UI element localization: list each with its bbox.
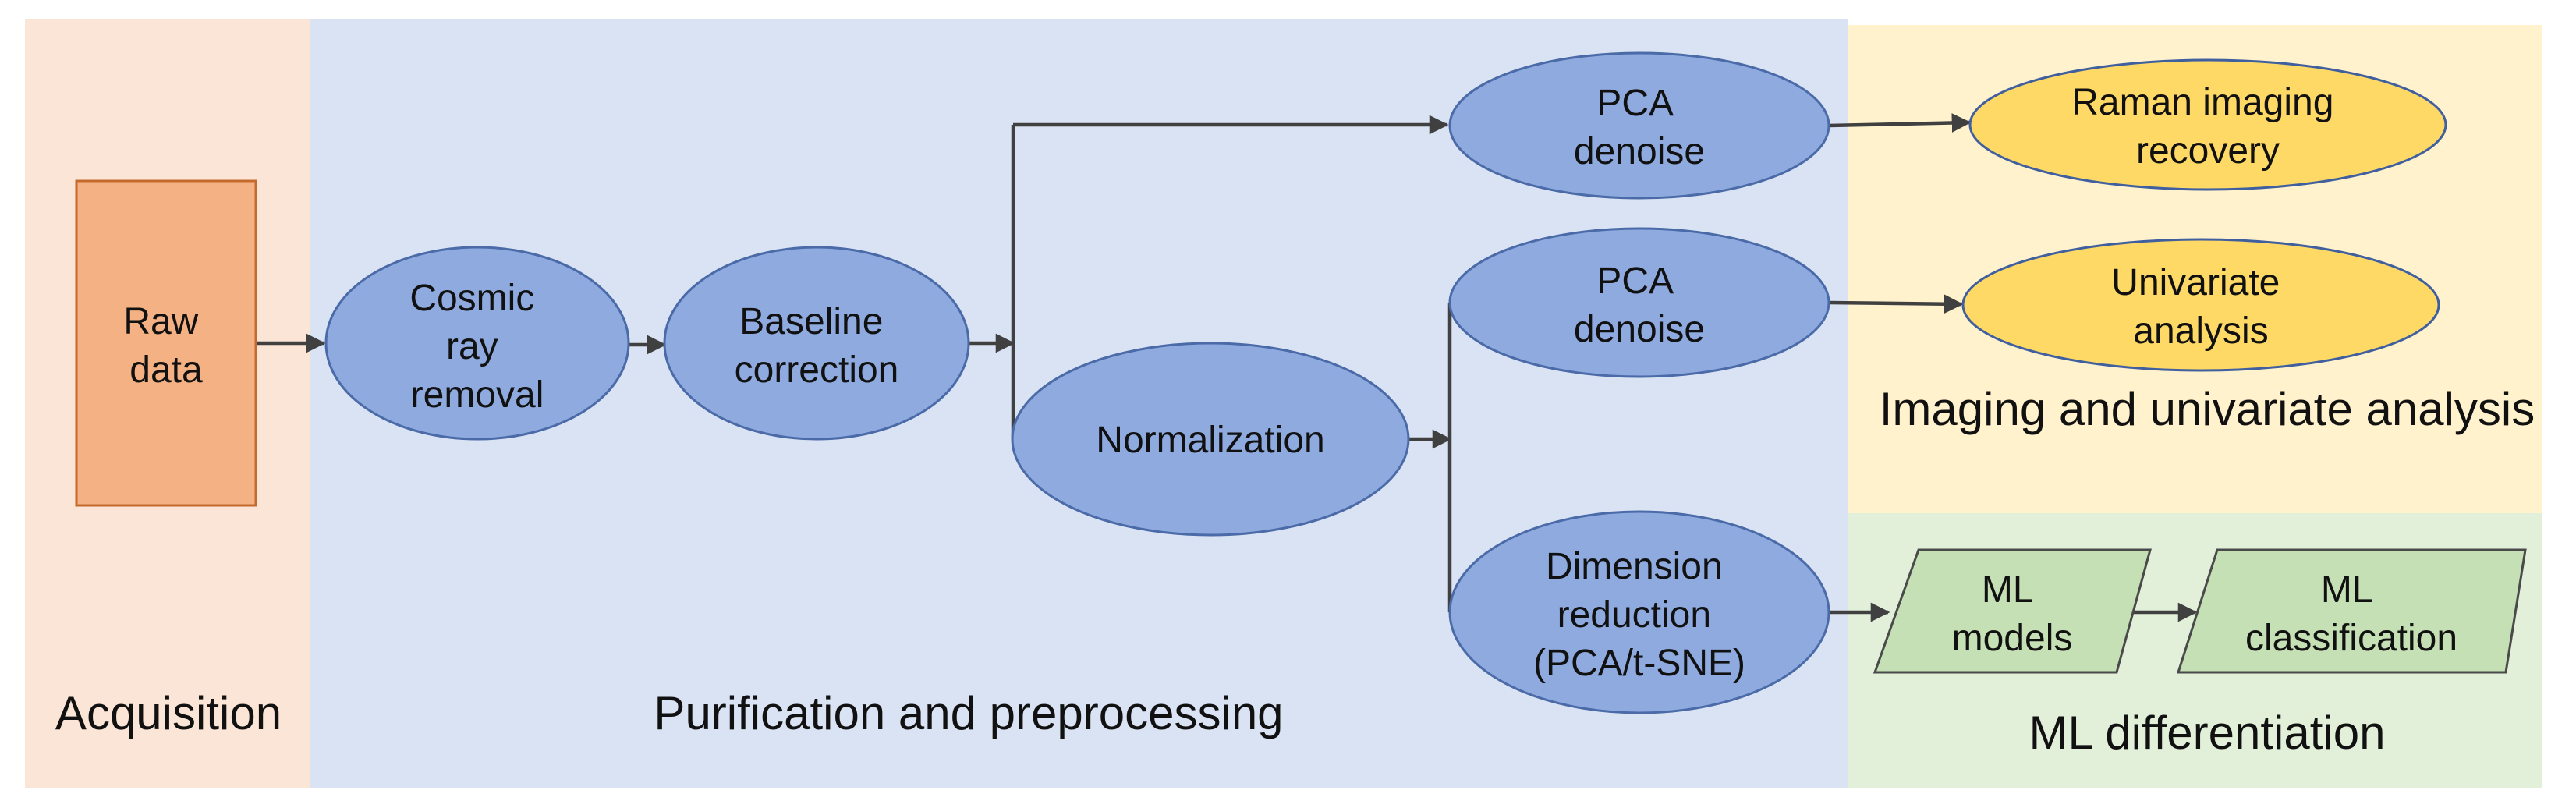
raw-data-line-1: Raw <box>123 301 198 342</box>
node-univariate-analysis: Univariate analysis <box>1961 238 2440 372</box>
ml-classification-line-1: ML <box>2321 569 2372 611</box>
dimension-line-1: Dimension <box>1546 546 1723 587</box>
svg-text:PCA denoise: PCA denoise <box>1574 83 1705 172</box>
dimension-line-2: reduction <box>1557 594 1711 636</box>
svg-text:Raman imaging recovery: Raman imaging recovery <box>2071 82 2344 172</box>
ml-models-line-2: models <box>1952 618 2073 659</box>
node-pca-denoise-mid: PCA denoise <box>1448 227 1830 378</box>
node-ml-models: ML models <box>1873 548 2152 674</box>
node-raman-imaging-recovery: Raman imaging recovery <box>1968 58 2447 191</box>
node-cosmic-ray-removal: Cosmic ray removal <box>324 246 630 441</box>
svg-text:Normalization: Normalization <box>1096 420 1324 461</box>
baseline-line-1: Baseline <box>739 301 883 342</box>
arrow-pca-top-to-raman <box>1828 113 1972 133</box>
cosmic-line-1: Cosmic <box>409 278 534 319</box>
node-pca-denoise-top: PCA denoise <box>1448 51 1830 200</box>
svg-text:Baseline correction: Baseline correction <box>735 301 899 391</box>
cosmic-line-3: removal <box>411 374 544 416</box>
svg-text:Dimension reduction: Dimension reduction (PCA/t-SNE) <box>1533 546 1745 684</box>
region-label-acquisition: Acquisition <box>55 687 282 739</box>
normalization-line-1: Normalization <box>1096 420 1324 461</box>
raman-line-2: recovery <box>2136 130 2280 172</box>
node-raw-data: Raw data <box>75 179 257 507</box>
cosmic-line-2: ray <box>446 326 498 367</box>
svg-text:Univariate analysis: Univariate analysis <box>2111 262 2290 352</box>
node-ml-classification: ML classification <box>2176 548 2527 674</box>
univariate-line-2: analysis <box>2133 310 2268 352</box>
raman-line-1: Raman imaging <box>2071 82 2333 123</box>
node-normalization: Normalization <box>1011 342 1410 537</box>
node-dimension-reduction: Dimension reduction (PCA/t-SNE) <box>1448 510 1830 714</box>
ml-models-line-1: ML <box>1982 569 2033 611</box>
pca-mid-line-1: PCA <box>1596 260 1674 302</box>
univariate-line-1: Univariate <box>2111 262 2280 303</box>
baseline-line-2: correction <box>735 349 899 391</box>
region-label-ml: ML differentiation <box>2029 707 2386 759</box>
ml-classification-line-2: classification <box>2245 618 2457 659</box>
svg-text:ML models: ML models <box>1952 569 2073 659</box>
svg-text:Cosmic ray removal: Cosmic ray removal <box>409 278 544 416</box>
raw-data-line-2: data <box>129 349 203 391</box>
arrow-pca-mid-to-univariate <box>1828 294 1964 314</box>
dimension-line-3: (PCA/t-SNE) <box>1533 643 1745 684</box>
region-label-imaging: Imaging and univariate analysis <box>1880 383 2535 435</box>
pca-top-line-2: denoise <box>1574 131 1705 172</box>
svg-text:Raw data: Raw data <box>123 301 208 391</box>
connectors <box>256 113 2198 622</box>
pca-mid-line-2: denoise <box>1574 309 1705 350</box>
svg-text:ML classification: ML classification <box>2245 569 2457 659</box>
svg-text:PCA denoise: PCA denoise <box>1574 260 1705 350</box>
pca-top-line-1: PCA <box>1596 83 1674 124</box>
region-label-purification: Purification and preprocessing <box>654 687 1283 739</box>
node-baseline-correction: Baseline correction <box>663 246 970 441</box>
